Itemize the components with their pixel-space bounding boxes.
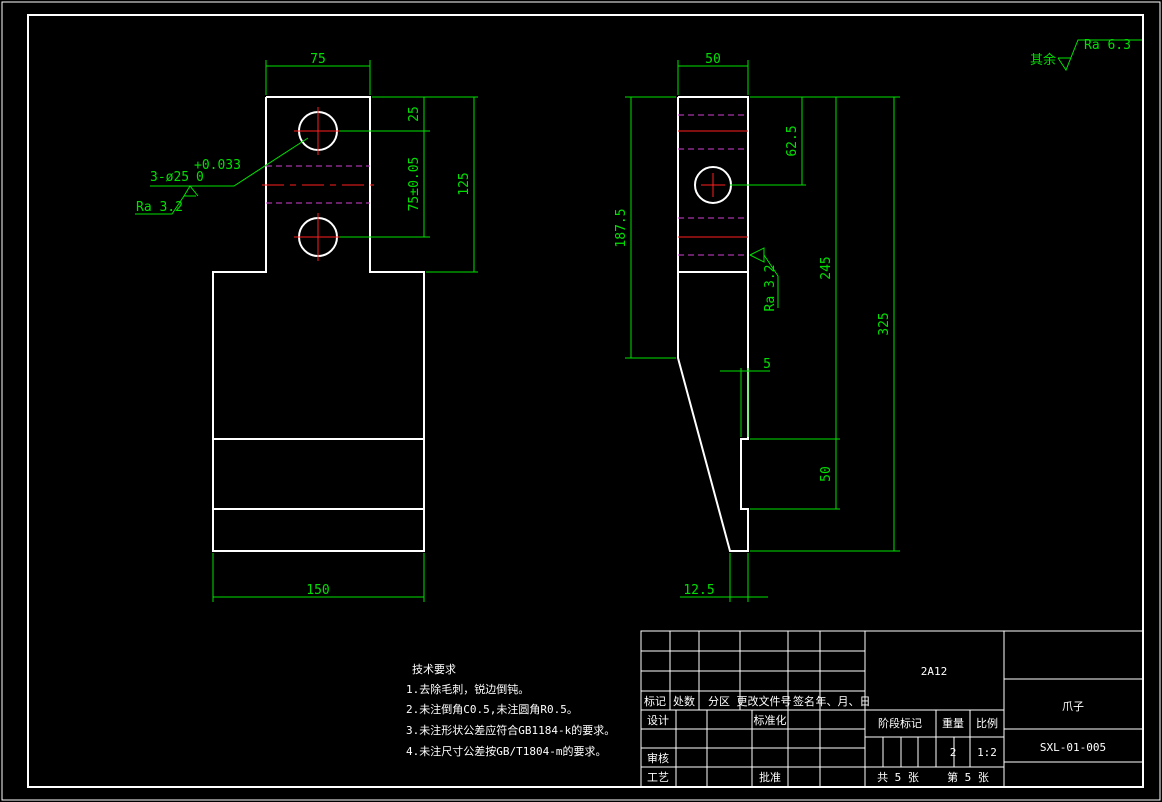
sheet-total: 共 5 张 (877, 771, 919, 784)
front-roughness-leader (135, 195, 196, 215)
front-roughness: Ra 3.2 (136, 200, 183, 215)
tech-requirement-item: 4.未注尺寸公差按GB/T1804-m的要求。 (406, 744, 606, 758)
label-weight: 重量 (942, 716, 964, 730)
side-view: 50 62.5 187.5 245 325 50 5 12.5 (614, 52, 900, 602)
side-roughness-symbol (749, 247, 765, 263)
roughness-rest-symbol: 其余 Ra 6.3 (1030, 38, 1142, 72)
tech-requirement-item: 1.去除毛刺，锐边倒钝。 (406, 682, 529, 696)
dim-front-hole-spacing: 75±0.05 (407, 157, 422, 212)
label-design: 设计 (647, 714, 669, 727)
tech-requirements-title: 技术要求 (412, 663, 456, 676)
part-name: 爪子 (1062, 700, 1084, 713)
tech-requirement-item: 3.未注形状公差应符合GB1184-k的要求。 (406, 723, 615, 737)
tech-requirements: 技术要求 1.去除毛刺，锐边倒钝。 2.未注倒角C0.5,未注圆角R0.5。 3… (406, 663, 615, 758)
rev-header: 处数 (673, 695, 695, 708)
rev-header: 年、月、日 (816, 694, 871, 708)
material: 2A12 (921, 665, 948, 678)
dim-front-bottom-width: 150 (306, 583, 329, 598)
hole-callout: 3-ø25 (150, 170, 189, 185)
sheet-inner-border (27, 14, 1144, 788)
dim-front-top-spacing: 25 (407, 106, 422, 122)
dim-side-upper-height: 187.5 (614, 208, 629, 247)
dim-side-245: 245 (819, 256, 834, 279)
dim-front-top-width: 75 (310, 52, 326, 67)
front-view: 75 150 25 75±0.05 125 3-ø25 +0.033 0 Ra … (135, 52, 478, 602)
roughness-rest-value: Ra 6.3 (1084, 38, 1131, 53)
dim-side-50: 50 (819, 466, 834, 482)
dim-front-upper-height: 125 (457, 172, 472, 195)
tech-requirement-item: 2.未注倒角C0.5,未注圆角R0.5。 (406, 702, 578, 716)
side-roughness: Ra 3.2 (763, 265, 778, 312)
drawing-number: SXL-01-005 (1040, 741, 1106, 754)
dim-side-top-width: 50 (705, 52, 721, 67)
rev-header: 更改文件号 (737, 694, 792, 708)
dim-side-hole-offset: 62.5 (785, 125, 800, 156)
rev-header: 分区 (708, 695, 730, 708)
dim-side-5: 5 (763, 357, 771, 372)
title-block: 标记 处数 分区 更改文件号 签名 年、月、日 设计 标准化 审核 工艺 批准 … (640, 630, 1144, 788)
weight-value: 2 (950, 746, 957, 759)
label-scale: 比例 (976, 716, 998, 730)
label-process: 工艺 (647, 771, 669, 784)
label-standardization: 标准化 (754, 713, 787, 727)
hole-tolerance-lower: 0 (196, 170, 204, 185)
hole-tolerance-upper: +0.033 (194, 158, 241, 173)
dim-side-325: 325 (877, 312, 892, 335)
sheet-number: 第 5 张 (947, 770, 989, 784)
title-block-frame (640, 630, 1144, 788)
label-stage-mark: 阶段标记 (878, 716, 922, 730)
dim-side-12-5: 12.5 (683, 583, 714, 598)
label-review: 审核 (647, 751, 669, 765)
label-approve: 批准 (759, 770, 781, 784)
scale-value: 1:2 (977, 746, 997, 759)
front-view-outline (212, 96, 425, 552)
rev-header: 签名 (793, 694, 815, 708)
rev-header: 标记 (644, 694, 666, 708)
roughness-rest-prefix: 其余 (1030, 52, 1056, 68)
side-view-outline (677, 97, 749, 552)
hole-callout-leader (150, 137, 309, 187)
